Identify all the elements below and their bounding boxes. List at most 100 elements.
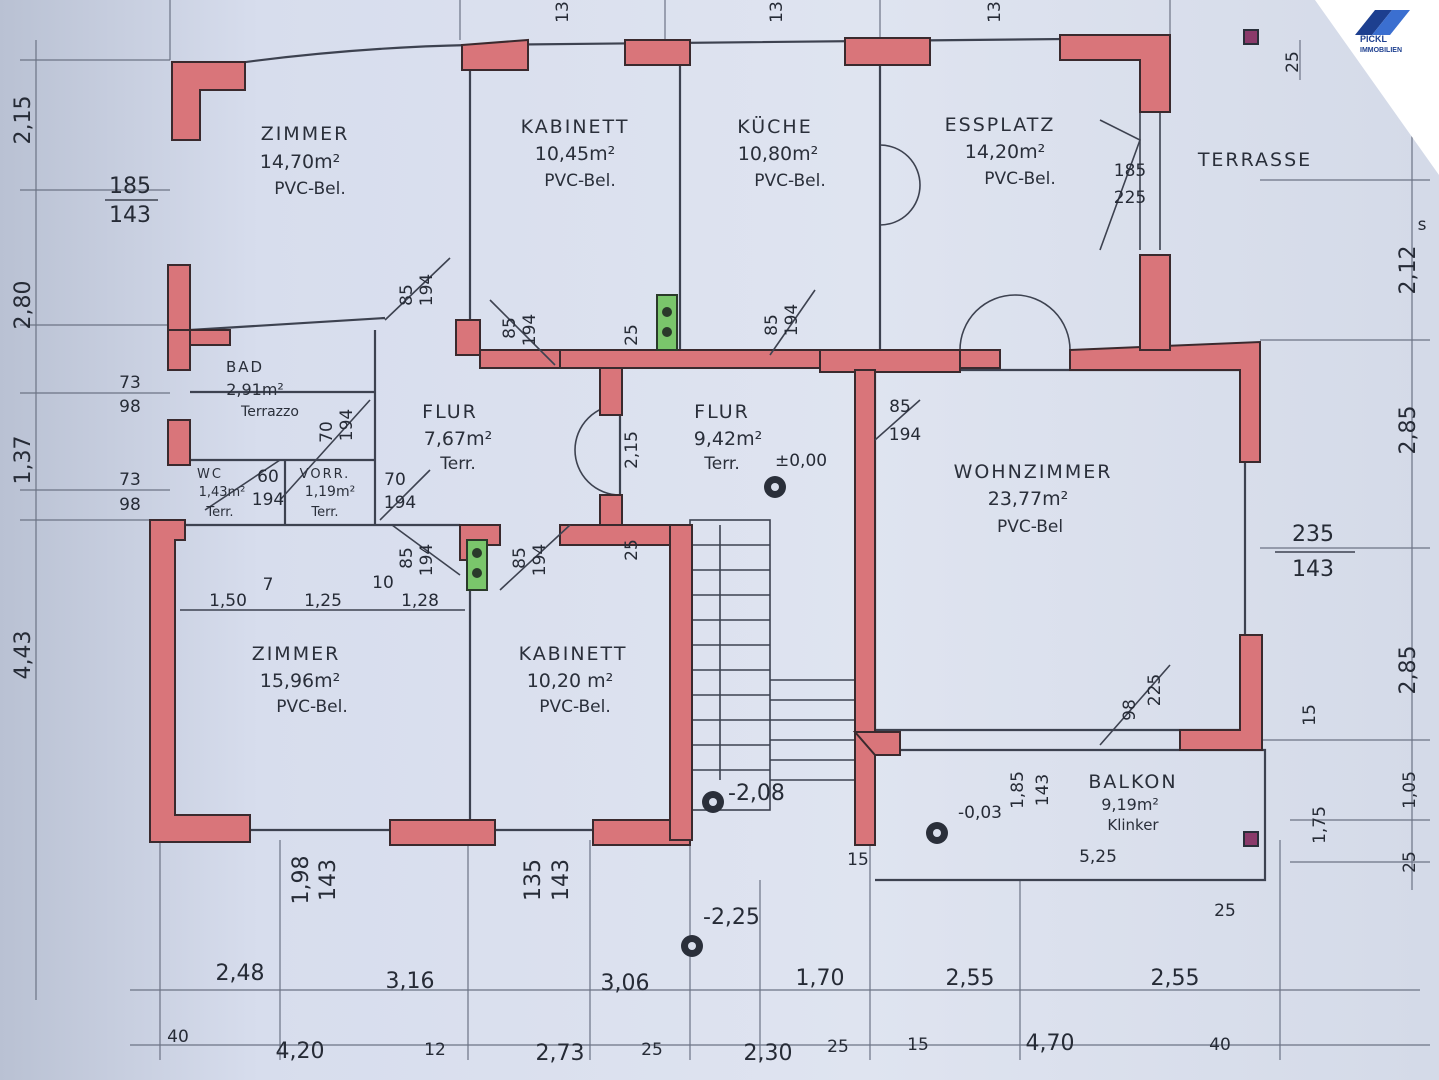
room-labels: ZIMMER 14,70m² PVC-Bel. KABINETT 10,45m²… <box>197 114 1177 834</box>
dim-top: 13 <box>553 1 573 23</box>
terrasse-label: TERRASSE <box>1197 149 1312 171</box>
dim-door: 98 <box>1120 699 1140 721</box>
staircase <box>689 519 856 811</box>
dim-top: 13 <box>985 1 1005 23</box>
room-kabinett-1: KABINETT 10,45m² PVC-Bel. <box>521 116 630 191</box>
room-zimmer-2: ZIMMER 15,96m² PVC-Bel. <box>252 643 348 717</box>
dim-bottom: 2,55 <box>1151 966 1200 991</box>
dim-bottom: 2,73 <box>536 1041 585 1066</box>
dim-window: 143 <box>316 859 341 901</box>
room-wc: WC 1,43m² Terr. <box>197 467 245 520</box>
room-floor: Terrazzo <box>240 404 299 420</box>
dim-window: 98 <box>119 495 141 515</box>
room-kabinett-2: KABINETT 10,20 m² PVC-Bel. <box>519 643 628 717</box>
dim-window: 143 <box>109 203 151 228</box>
room-floor: PVC-Bel. <box>539 697 611 717</box>
dim-door: 194 <box>417 274 437 306</box>
dim-right: 25 <box>1283 51 1303 73</box>
dim-bottom: 2,30 <box>744 1041 793 1066</box>
dim-inner: 10 <box>372 573 394 593</box>
dim-inner: 1,25 <box>304 591 342 611</box>
dimension-grid <box>20 0 1430 1060</box>
dim-door: 85 <box>500 317 520 339</box>
dim-top: 13 <box>767 1 787 23</box>
dim-door: 60 <box>257 467 279 487</box>
dim-right: 1,75 <box>1310 806 1330 844</box>
misc-labels: TERRASSE ±0,00 -2,08 -0,03 -2,25 <box>703 149 1312 930</box>
dim-inner: 1,50 <box>209 591 247 611</box>
dim-door: 85 <box>397 284 417 306</box>
level-0-label: ±0,00 <box>775 451 827 471</box>
dim-right: 15 <box>1300 704 1320 726</box>
dim-inner: 5,25 <box>1079 847 1117 867</box>
dim-door: 85 <box>397 547 417 569</box>
dim-bottom: 12 <box>424 1040 446 1060</box>
room-floor: Klinker <box>1107 816 1159 834</box>
dim-right: 2,85 <box>1396 406 1421 455</box>
dim-inner: 15 <box>847 850 869 870</box>
dim-window: 98 <box>119 397 141 417</box>
dim-bottom: 1,70 <box>796 966 845 991</box>
dim-door: 194 <box>337 409 357 441</box>
dim-right: 25 <box>1400 851 1420 873</box>
room-name: WC <box>197 467 223 482</box>
room-name: KABINETT <box>519 643 628 665</box>
room-name: VORR. <box>300 467 351 482</box>
room-flur-1: FLUR 7,67m² Terr. <box>422 401 492 474</box>
dim-bottom: 40 <box>167 1027 189 1047</box>
room-name: ESSPLATZ <box>945 114 1056 136</box>
dim-right: 1,05 <box>1400 771 1420 809</box>
dim-window: 73 <box>119 373 141 393</box>
room-name: BALKON <box>1088 771 1177 793</box>
dim-window: 1,85 <box>1008 771 1028 809</box>
dim-door: 85 <box>510 547 530 569</box>
dim-inner: 25 <box>622 539 642 561</box>
room-area: 10,20 m² <box>527 670 614 692</box>
dim-window: 185 <box>109 174 151 199</box>
dim-door: 194 <box>384 493 416 513</box>
dim-window: 143 <box>549 859 574 901</box>
chimney-shafts <box>466 294 678 591</box>
room-name: FLUR <box>422 401 478 423</box>
level-outside-label: -2,25 <box>703 905 760 930</box>
room-bad: BAD 2,91m² Terrazzo <box>226 358 299 420</box>
room-flur-2: FLUR 9,42m² Terr. <box>694 401 762 474</box>
room-name: KABINETT <box>521 116 630 138</box>
dim-window: 135 <box>521 859 546 901</box>
brand-logo: PICKL IMMOBILIEN <box>1315 0 1439 175</box>
room-area: 2,91m² <box>226 380 284 399</box>
room-area: 14,70m² <box>260 151 341 173</box>
dim-window: 143 <box>1033 774 1053 806</box>
room-area: 10,45m² <box>535 143 616 165</box>
room-area: 14,20m² <box>965 141 1046 163</box>
walls <box>149 34 1263 846</box>
room-floor: PVC-Bel. <box>276 697 348 717</box>
room-floor: Terr. <box>205 505 233 520</box>
level-stair-label: -2,08 <box>728 781 785 806</box>
dim-bottom: 2,48 <box>216 961 265 986</box>
dim-window: 235 <box>1292 522 1334 547</box>
room-area: 9,19m² <box>1101 795 1159 814</box>
dim-bottom: 25 <box>641 1040 663 1060</box>
dim-bottom: 25 <box>827 1037 849 1057</box>
dim-bottom: 4,20 <box>276 1039 325 1064</box>
room-floor: Terr. <box>703 454 739 474</box>
dim-window: 225 <box>1114 188 1146 208</box>
room-name: BAD <box>226 358 264 376</box>
dim-right: 2,85 <box>1396 646 1421 695</box>
dim-inner: 7 <box>263 575 274 595</box>
level-markers <box>681 29 1259 957</box>
dim-right: s <box>1418 215 1427 235</box>
dim-door: 70 <box>384 470 406 490</box>
dim-window: 1,98 <box>289 856 314 905</box>
dim-left: 1,37 <box>11 436 36 485</box>
room-wohnzimmer: WOHNZIMMER 23,77m² PVC-Bel <box>954 461 1111 537</box>
room-floor: PVC-Bel <box>997 517 1063 537</box>
dim-inner: 1,28 <box>401 591 439 611</box>
dim-bottom: 15 <box>907 1035 929 1055</box>
level-balkon-label: -0,03 <box>958 803 1002 823</box>
dimension-labels: 2,15 2,80 1,37 4,43 185 143 73 98 73 98 … <box>11 1 1427 1066</box>
dim-bottom: 4,70 <box>1026 1031 1075 1056</box>
room-floor: PVC-Bel. <box>274 179 346 199</box>
